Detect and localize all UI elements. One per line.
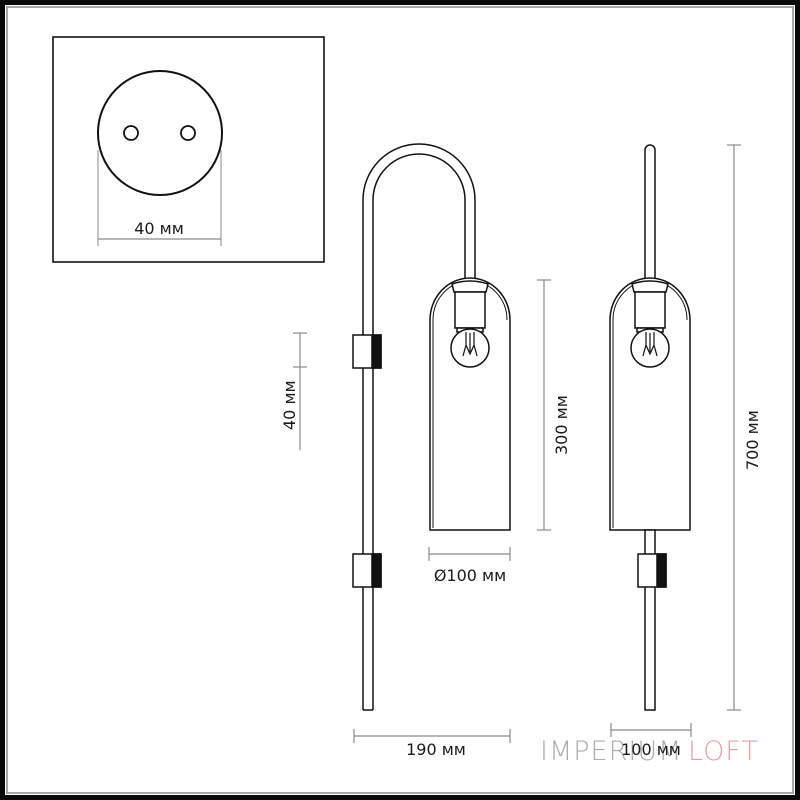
rod-inner [372, 153, 466, 710]
bulb-filament [462, 332, 478, 357]
inner-frame [6, 6, 794, 794]
socket-body [454, 291, 486, 329]
front-dimensions [610, 144, 741, 737]
screw-hole-right [180, 125, 196, 141]
shade-height-label: 300 мм [552, 395, 571, 455]
glass-shade [429, 277, 511, 531]
front-view [609, 144, 691, 711]
shade-diameter-label: Ø100 мм [434, 566, 506, 585]
mount-plate-circle [97, 70, 223, 196]
side-dimensions [293, 279, 551, 743]
watermark-primary: IMPERIUM [540, 736, 682, 767]
mount-spacing-label: 40 мм [280, 380, 299, 430]
inset-dimension-label: 40 мм [134, 219, 184, 238]
socket-cap [451, 280, 489, 293]
front-rod-top [644, 144, 656, 283]
rod-outer [362, 143, 476, 710]
front-socket [634, 291, 666, 329]
side-view [352, 143, 511, 711]
watermark-accent: LOFT [688, 736, 759, 767]
front-rod-bottom [644, 529, 656, 711]
total-height-label: 700 мм [743, 410, 762, 470]
depth-label: 190 мм [406, 740, 466, 759]
mount-block-bottom-dark [371, 553, 382, 588]
front-glass-shade [609, 277, 691, 531]
inset-detail: 40 мм [52, 36, 325, 263]
mount-block-top-dark [371, 334, 382, 369]
screw-hole-left [123, 125, 139, 141]
inset-border [52, 36, 325, 263]
width-label: 100 мм [621, 740, 681, 759]
